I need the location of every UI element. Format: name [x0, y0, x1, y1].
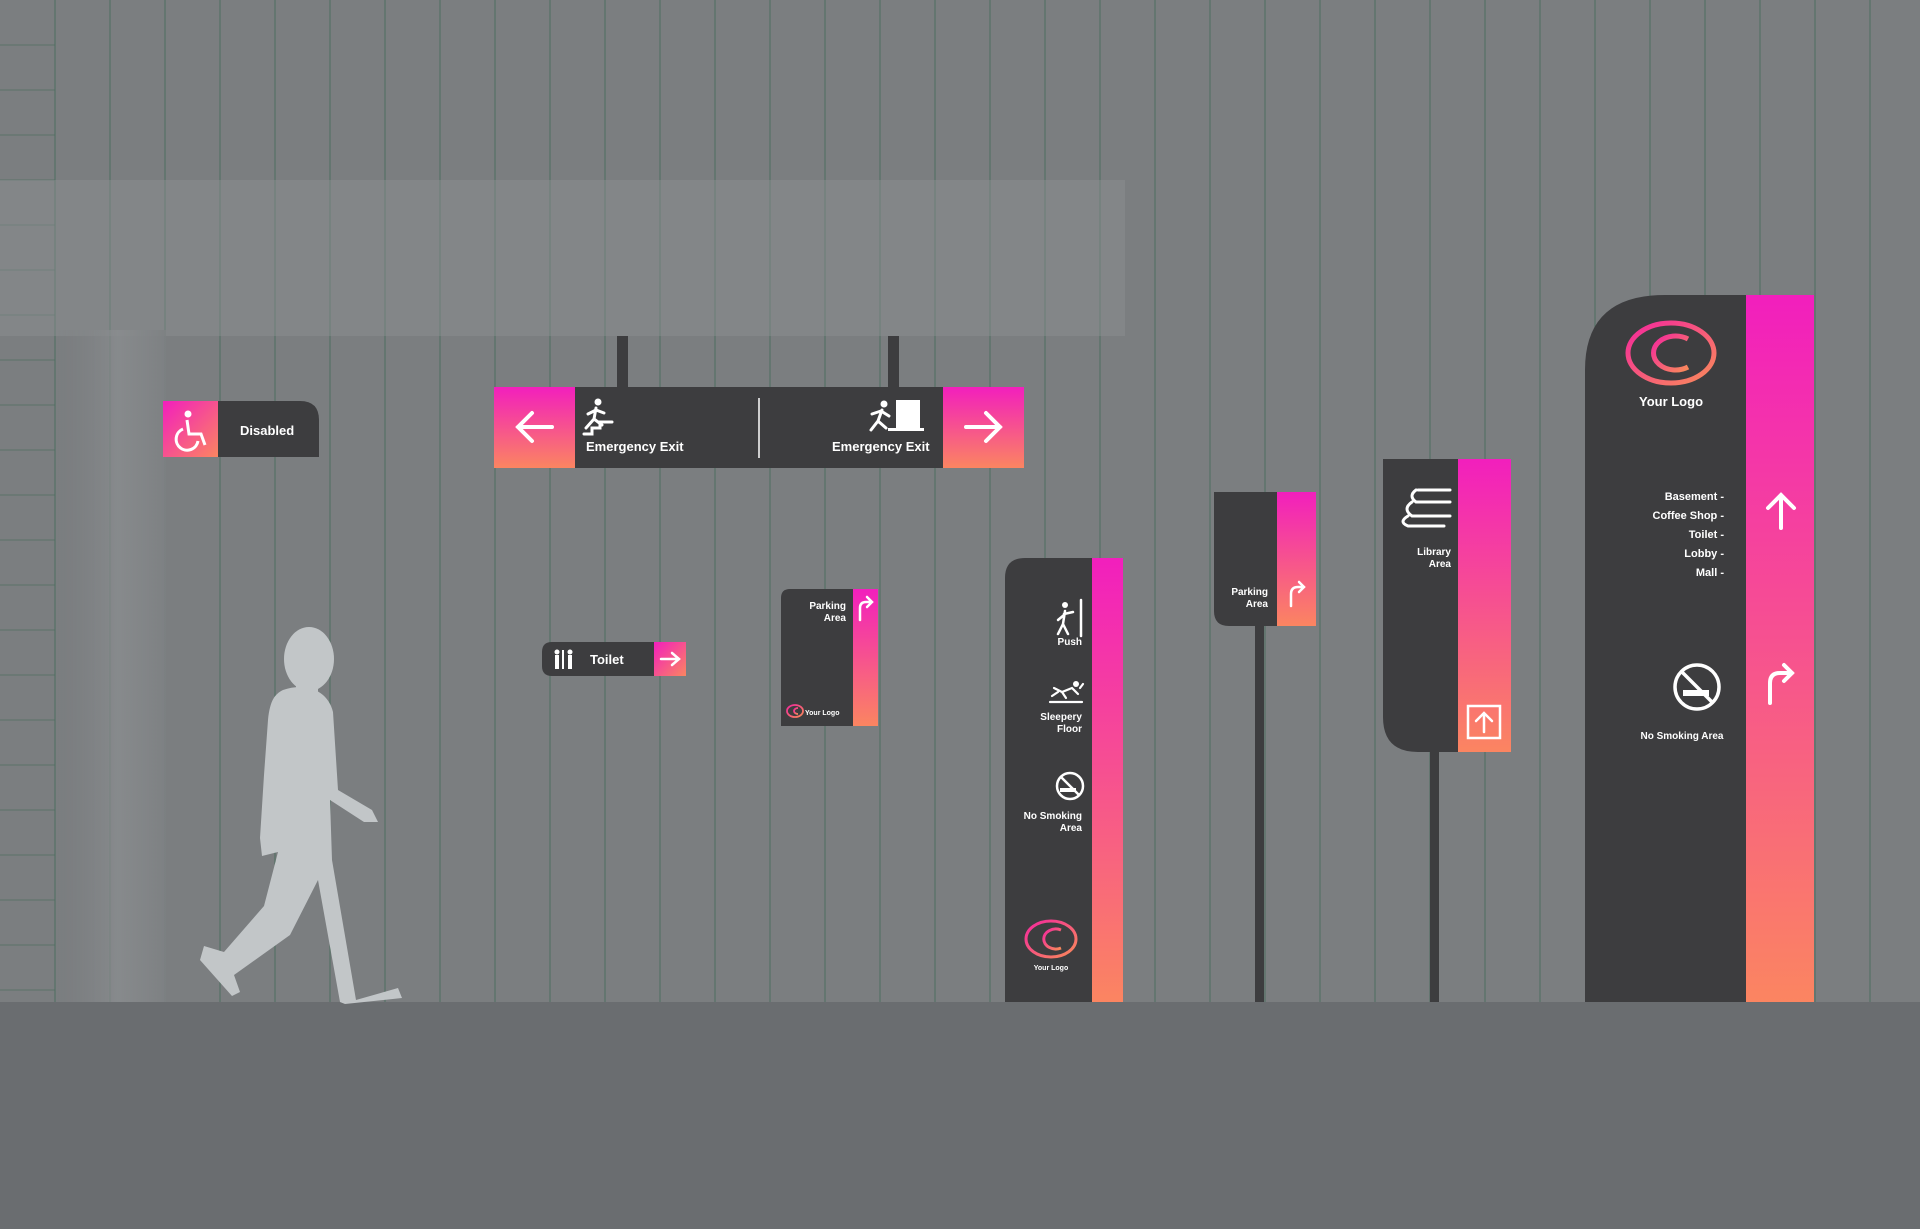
no-smoking-label-line2: Area	[1060, 823, 1083, 834]
library-label-line1: Library	[1417, 547, 1451, 558]
parking-small-label-line1: Parking	[809, 601, 846, 612]
turn-right-arrow-icon	[858, 595, 874, 622]
no-smoking-icon	[1673, 663, 1721, 711]
directory-item: Mall -	[1696, 567, 1724, 579]
toilet-icon	[554, 649, 573, 669]
tall-info-sign: Push Sleepery Floor No Smoking Area Your…	[1005, 558, 1123, 1002]
person-silhouette	[200, 627, 402, 1004]
turn-right-arrow-icon	[1289, 580, 1306, 608]
directory-item: Lobby -	[1684, 548, 1724, 560]
pillar	[58, 330, 166, 1002]
emergency-exit-sign: Emergency Exit Emergency Exit	[494, 336, 1024, 468]
arrow-up-box-icon	[1466, 704, 1502, 740]
tall-sign-logo-text: Your Logo	[1034, 965, 1068, 972]
arrow-right-icon	[964, 411, 1003, 443]
turn-right-arrow-icon	[1768, 663, 1795, 705]
brand-logo-icon	[786, 704, 804, 718]
library-sign: Library Area	[1383, 459, 1511, 1002]
emergency-exit-right-label: Emergency Exit	[832, 439, 930, 454]
pylon-logo-text: Your Logo	[1639, 394, 1703, 409]
directory-item: Basement -	[1665, 491, 1725, 503]
no-smoking-icon	[1055, 771, 1085, 801]
parking-sign-small: Parking Area Your Logo	[781, 589, 878, 726]
parking-small-logo-text: Your Logo	[805, 710, 839, 717]
disabled-label: Disabled	[240, 423, 294, 438]
floor	[0, 1002, 1920, 1229]
parking-post-sign: Parking Area	[1214, 492, 1316, 1002]
arrow-right-icon	[659, 651, 681, 667]
parking-small-label-line2: Area	[824, 613, 847, 624]
directory-list: Basement - Coffee Shop - Toilet - Lobby - Ma…	[1653, 491, 1725, 579]
slippery-label-line2: Floor	[1057, 724, 1082, 735]
library-books-icon	[1401, 488, 1452, 528]
running-exit-icon	[869, 400, 924, 432]
disabled-sign: Disabled	[163, 401, 319, 457]
brand-logo-icon	[1024, 919, 1078, 959]
library-label-line2: Area	[1429, 559, 1452, 570]
emergency-exit-left-label: Emergency Exit	[586, 439, 684, 454]
pylon-sign: Your Logo Basement - Coffee Shop - Toilet …	[1585, 295, 1814, 1002]
push-label: Push	[1058, 637, 1082, 648]
arrow-left-icon	[515, 411, 554, 443]
parking-post-label-line2: Area	[1246, 599, 1269, 610]
toilet-sign: Toilet	[542, 642, 686, 676]
slippery-floor-icon	[1048, 681, 1085, 704]
running-stairs-icon	[582, 398, 614, 436]
wheelchair-icon	[174, 410, 207, 452]
push-icon	[1056, 598, 1083, 638]
no-smoking-label-line1: No Smoking	[1024, 811, 1082, 822]
ceiling-band	[0, 180, 1125, 336]
brand-logo-icon	[1625, 320, 1717, 386]
toilet-label: Toilet	[590, 652, 624, 667]
slippery-label-line1: Sleepery	[1040, 712, 1082, 723]
directory-item: Toilet -	[1689, 529, 1725, 541]
directory-item: Coffee Shop -	[1653, 510, 1725, 522]
arrow-up-icon	[1766, 492, 1796, 530]
pylon-no-smoking-label: No Smoking Area	[1641, 731, 1724, 742]
parking-post-label-line1: Parking	[1231, 587, 1268, 598]
